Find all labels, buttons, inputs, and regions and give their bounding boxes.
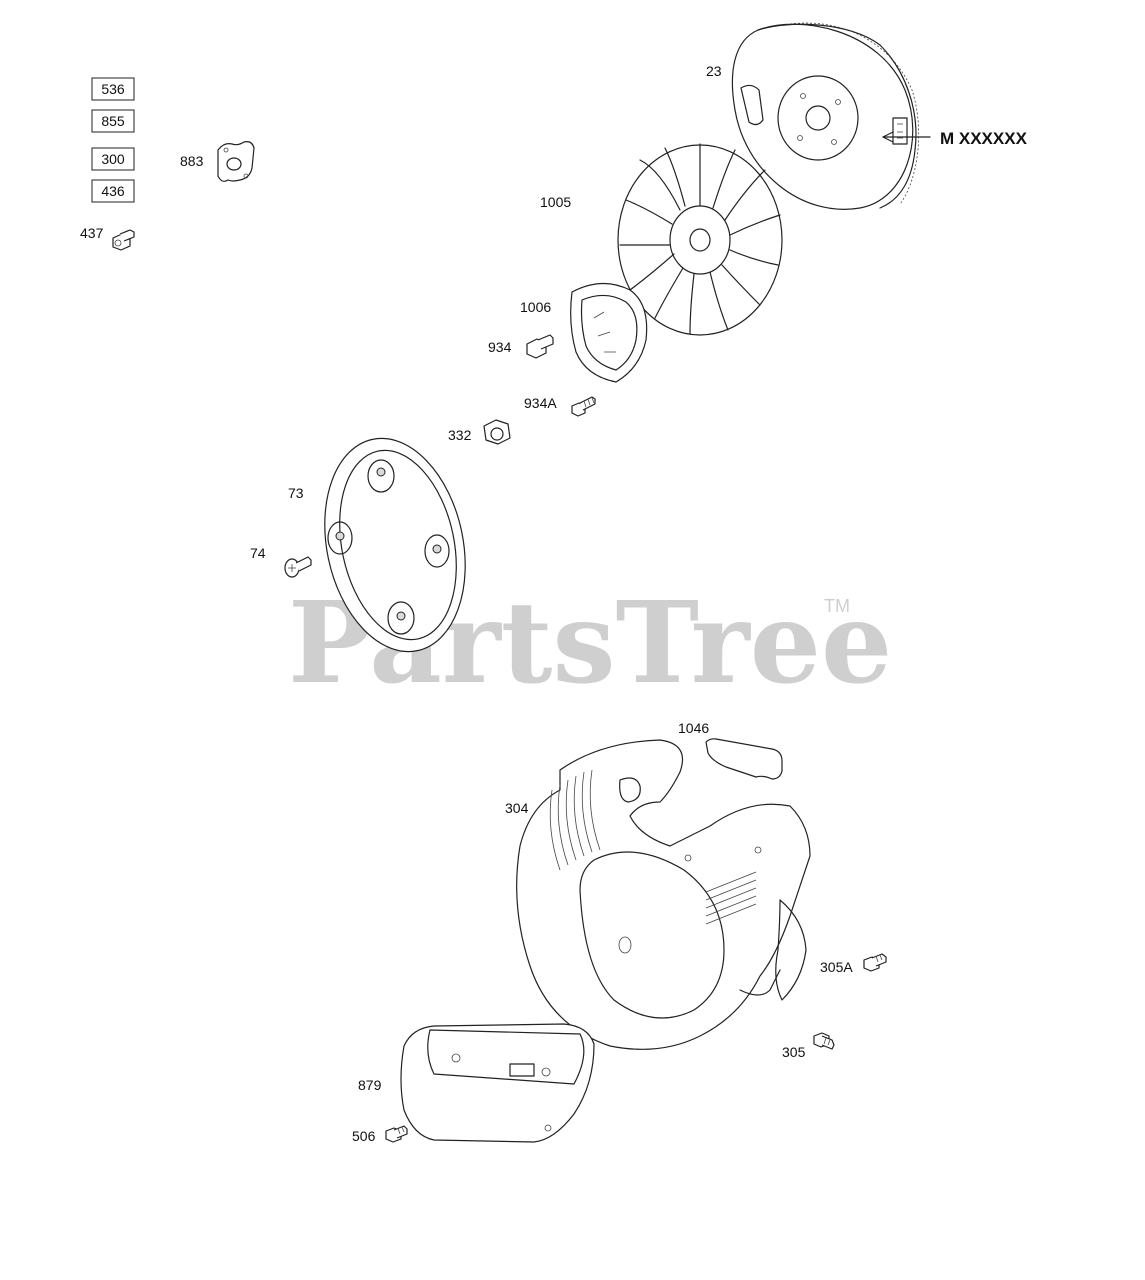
part-74-screw[interactable]: 74 xyxy=(250,545,312,578)
boxed-part-300[interactable]: 300 xyxy=(91,147,135,171)
part-332-nut[interactable]: 332 xyxy=(448,419,511,445)
callout-1046: 1046 xyxy=(678,720,709,736)
callout-304: 304 xyxy=(505,800,529,816)
boxed-label-855: 855 xyxy=(101,113,125,129)
callout-1006: 1006 xyxy=(520,299,551,315)
part-1005-fan[interactable]: 1005 xyxy=(540,143,783,336)
part-437-fitting[interactable]: 437 xyxy=(80,225,135,251)
callout-305a: 305A xyxy=(820,959,853,975)
part-304-blower-housing[interactable]: 304 xyxy=(505,739,811,1050)
part-1006-retainer[interactable]: 1006 xyxy=(520,282,648,383)
boxed-part-436[interactable]: 436 xyxy=(91,179,135,203)
callout-883: 883 xyxy=(180,153,204,169)
callout-73: 73 xyxy=(288,485,304,501)
part-506-screw[interactable]: 506 xyxy=(352,1125,408,1144)
callout-437: 437 xyxy=(80,225,104,241)
part-934-bolt[interactable]: 934 xyxy=(488,334,554,359)
watermark-trademark: TM xyxy=(824,596,850,616)
boxed-label-536: 536 xyxy=(101,81,125,97)
part-305-screw[interactable]: 305 xyxy=(782,1032,835,1060)
callout-879: 879 xyxy=(358,1077,382,1093)
callout-506: 506 xyxy=(352,1128,376,1144)
cover-dimple-top xyxy=(367,459,395,493)
callout-74: 74 xyxy=(250,545,266,561)
part-934a-screw[interactable]: 934A xyxy=(524,395,596,417)
cover-dimple-left xyxy=(327,521,353,555)
part-73-cover[interactable]: 73 xyxy=(288,425,484,665)
boxed-part-855[interactable]: 855 xyxy=(91,109,135,133)
serial-marking-text: M XXXXXX xyxy=(940,129,1028,148)
part-879-shroud[interactable]: 879 xyxy=(358,1023,595,1143)
cover-dimple-bottom xyxy=(387,601,415,635)
serial-marking-callout: M XXXXXX xyxy=(882,129,1028,148)
part-305a-screw[interactable]: 305A xyxy=(820,953,887,975)
callout-23: 23 xyxy=(706,63,722,79)
callout-305: 305 xyxy=(782,1044,806,1060)
cover-dimple-right xyxy=(424,534,450,568)
part-883-gasket[interactable]: 883 xyxy=(180,141,255,182)
callout-332: 332 xyxy=(448,427,472,443)
callout-1005: 1005 xyxy=(540,194,571,210)
part-1046-plate[interactable]: 1046 xyxy=(678,720,783,780)
callout-934a: 934A xyxy=(524,395,557,411)
callout-934: 934 xyxy=(488,339,512,355)
boxed-part-536[interactable]: 536 xyxy=(91,77,135,101)
boxed-label-300: 300 xyxy=(101,151,125,167)
boxed-label-436: 436 xyxy=(101,183,125,199)
